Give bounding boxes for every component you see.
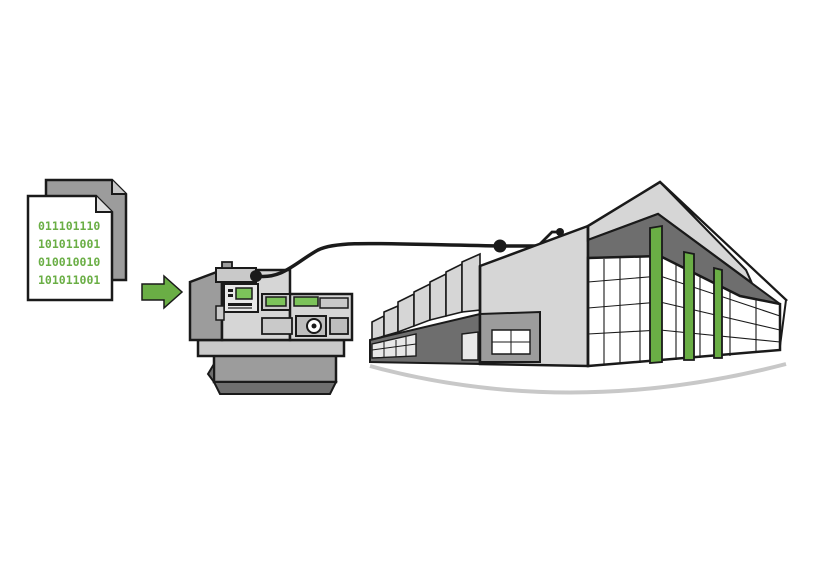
factory-roof-sawtooth (371, 252, 481, 342)
factory-building-icon (369, 180, 789, 395)
data-file-icon: 011101110 101011001 010010010 101011001 (26, 178, 128, 302)
binary-line-1: 011101110 (38, 219, 100, 233)
right-arrow-icon (141, 274, 184, 310)
cnc-lathe-icon (188, 261, 354, 395)
factory-columns (649, 224, 723, 364)
binary-line-4: 101011001 (38, 273, 100, 287)
binary-line-2: 101011001 (38, 237, 100, 251)
binary-line-3: 010010010 (38, 255, 100, 269)
